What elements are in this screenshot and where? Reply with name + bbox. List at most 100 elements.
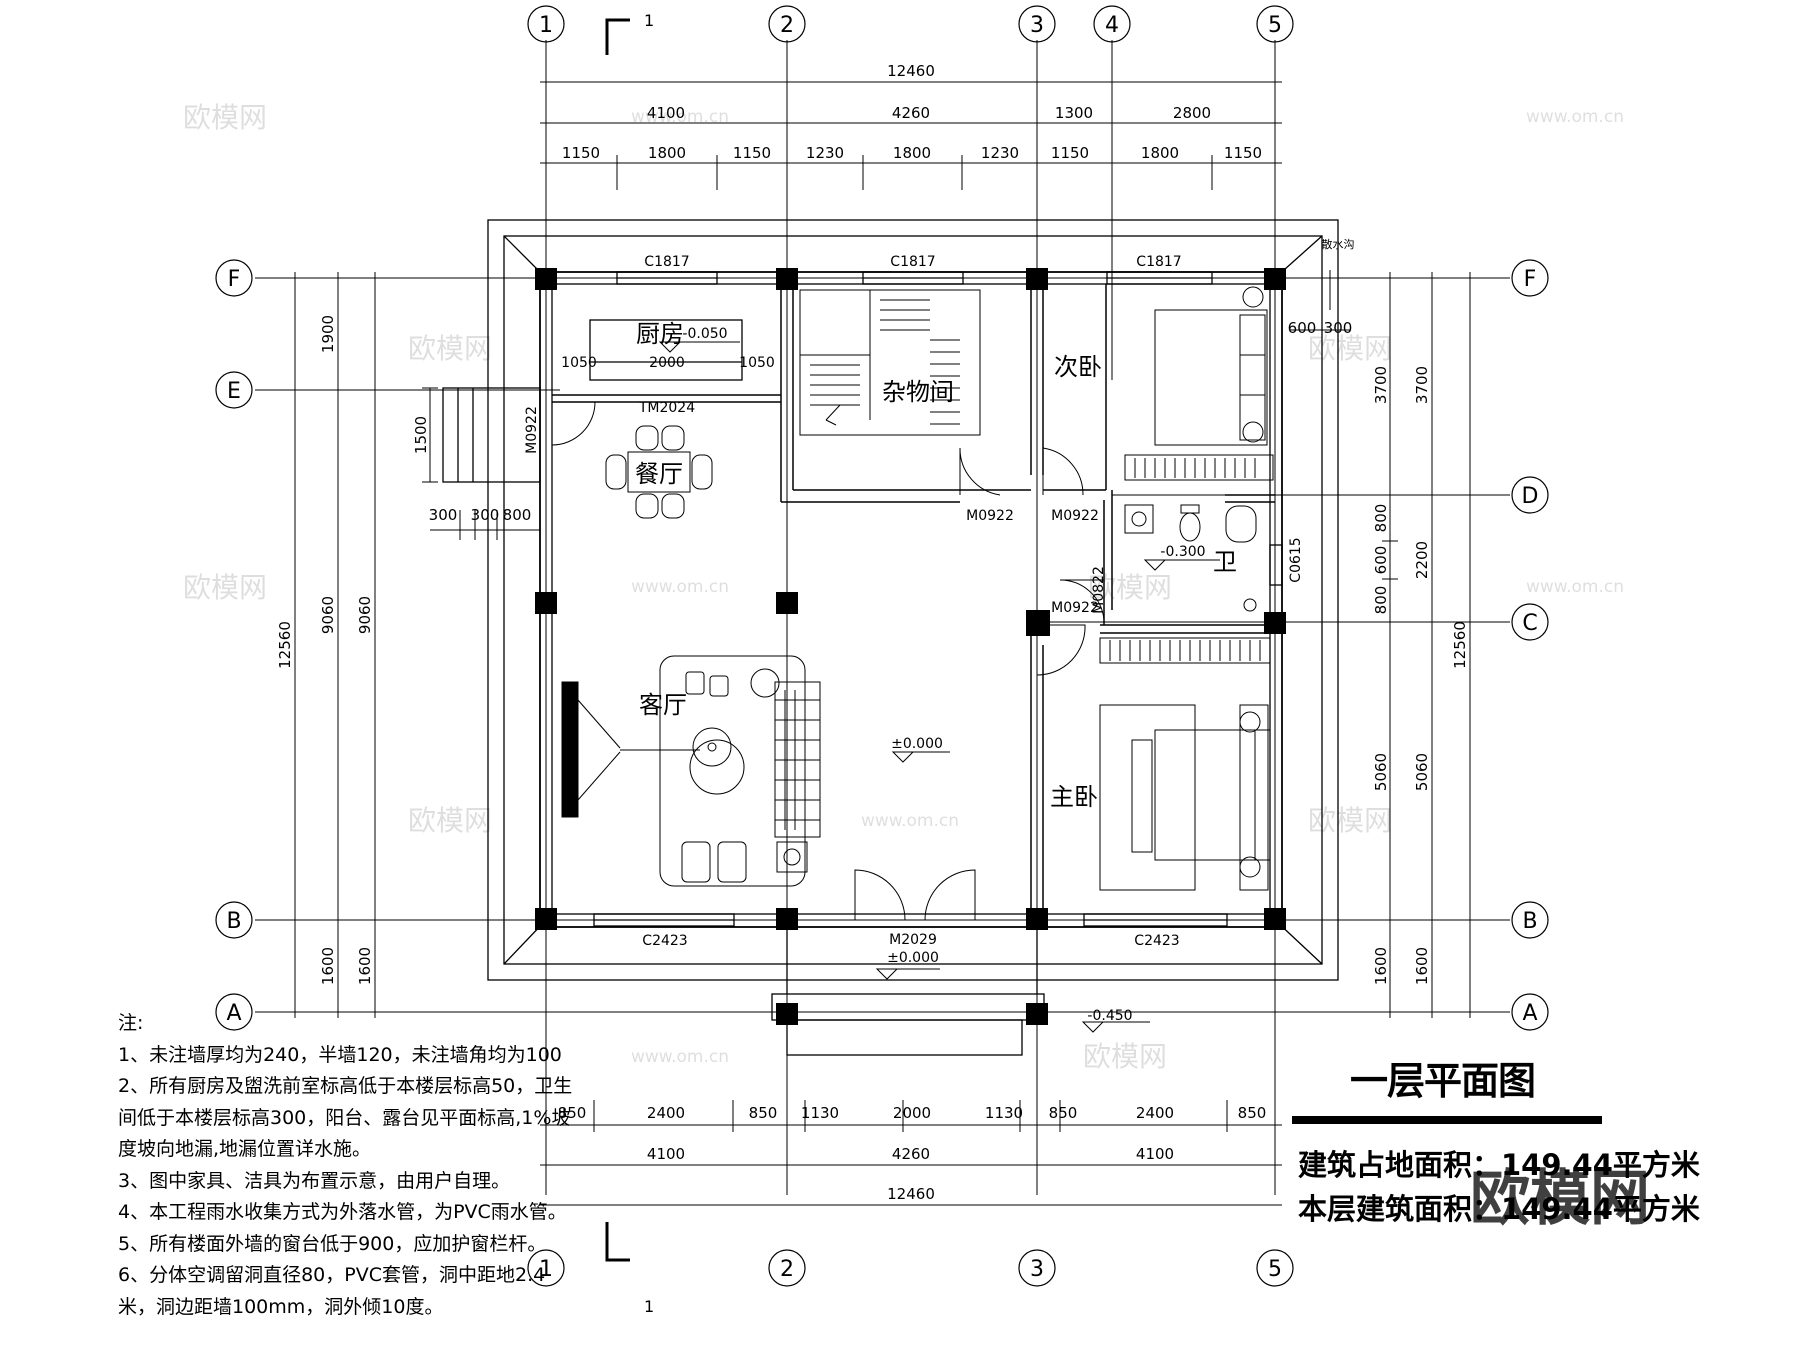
- dining-table: [605, 425, 713, 519]
- dim-top-row2: 4100: [647, 104, 685, 122]
- notes-heading: 注:: [118, 1012, 144, 1034]
- level-label: -0.050: [682, 326, 727, 342]
- dim-top-row3: 1150: [562, 144, 600, 162]
- dim-top-row2: 1300: [1055, 104, 1093, 122]
- dim-bottom-row1: 2400: [647, 1104, 685, 1122]
- dim-kitchen: 1050: [739, 355, 775, 371]
- dim-top-row2: 4260: [892, 104, 930, 122]
- watermark-urls: www.om.cn www.om.cn www.om.cn www.om.cn …: [631, 107, 1624, 1067]
- interior-walls: [552, 284, 1275, 914]
- dim-right-col1: 800: [1372, 504, 1390, 533]
- watermark-text: 欧模网: [1308, 332, 1392, 365]
- doors: [551, 401, 1105, 921]
- axis-label-x: 3: [1030, 13, 1044, 38]
- dim-total-left: 12560: [276, 621, 294, 669]
- dim-total-right: 12560: [1451, 621, 1469, 669]
- dim-top-row3: 1800: [893, 144, 931, 162]
- dim-top-row3: 1800: [648, 144, 686, 162]
- level-label: ±0.000: [887, 950, 939, 966]
- axis-label-y: B: [226, 909, 241, 934]
- dim-small: 300: [1324, 319, 1353, 337]
- dim-left-col2: 9060: [319, 596, 337, 634]
- dim-top-row3: 1150: [1224, 144, 1262, 162]
- dim-bottom-row1: 2400: [1136, 1104, 1174, 1122]
- level-label: -0.450: [1087, 1008, 1132, 1024]
- axis-label-x: 2: [780, 1257, 794, 1282]
- axis-label-x: 4: [1105, 13, 1119, 38]
- floor-area: 本层建筑面积：149.44平方米: [1298, 1192, 1700, 1226]
- dim-top-row3: 1230: [806, 144, 844, 162]
- door-label: M0922: [524, 406, 540, 454]
- axis-label-x: 3: [1030, 1257, 1044, 1282]
- door-label: TM2024: [638, 400, 695, 416]
- window-label: C1817: [644, 254, 689, 270]
- note-line: 1、未注墙厚均为240，半墙120，未注墙角均为100: [118, 1043, 562, 1066]
- watermark-url: www.om.cn: [1526, 107, 1624, 127]
- dim-bottom-row1: 850: [1049, 1104, 1078, 1122]
- axis-label-y: F: [1524, 267, 1537, 292]
- dim-bottom-row1: 1130: [801, 1104, 839, 1122]
- room-second-bedroom: 次卧: [1054, 353, 1102, 381]
- note-line: 3、图中家具、洁具为布置示意，由用户自理。: [118, 1169, 511, 1192]
- dim-bottom-row2: 4100: [1136, 1145, 1174, 1163]
- room-bathroom: 卫: [1213, 548, 1237, 576]
- note-line: 米，洞边距墙100mm，洞外倾10度。: [118, 1295, 444, 1318]
- dim-bottom-row1: 850: [558, 1104, 587, 1122]
- dim-bottom-row1: 850: [1238, 1104, 1267, 1122]
- dim-right-col2: 5060: [1413, 753, 1431, 791]
- level-marks: [658, 341, 1220, 1033]
- axis-label-x: 1: [539, 13, 553, 38]
- dim-small: 600: [1288, 319, 1317, 337]
- note-line: 间低于本楼层标高300，阳台、露台见平面标高,1%坡: [118, 1106, 571, 1129]
- axis-label-x: 2: [780, 13, 794, 38]
- dim-bottom-row2: 4100: [647, 1145, 685, 1163]
- axis-bubbles: [215, 5, 1549, 1287]
- section-mark-label: 1: [644, 11, 654, 30]
- note-line: 5、所有楼面外墙的窗台低于900，应加护窗栏杆。: [118, 1232, 547, 1255]
- axis-label-y: F: [228, 267, 241, 292]
- dim-step: 1500: [412, 416, 430, 454]
- dim-right-col2: 1600: [1413, 947, 1431, 985]
- watermark-text: 欧模网: [408, 332, 492, 365]
- living-furniture: [561, 655, 821, 887]
- window-label: C2423: [1134, 933, 1179, 949]
- left-dimensions: [288, 272, 540, 1018]
- footprint-area: 建筑占地面积：149.44平方米: [1298, 1148, 1700, 1182]
- axis-label-x: 1: [539, 1257, 553, 1282]
- dim-right-col2: 2200: [1413, 541, 1431, 579]
- watermarks: 欧模网 欧模网 欧模网 欧模网 欧模网 欧模网 欧模网 欧模网: [183, 101, 1392, 1073]
- axis-label-y: A: [1522, 1001, 1537, 1026]
- axis-label-x: 5: [1268, 13, 1282, 38]
- dim-right-col1: 5060: [1372, 753, 1390, 791]
- dim-small: 800: [503, 506, 532, 524]
- dim-top-row2: 2800: [1173, 104, 1211, 122]
- window-label: C1817: [1136, 254, 1181, 270]
- window-label: C2423: [642, 933, 687, 949]
- watermark-url: www.om.cn: [631, 577, 729, 597]
- top-dimensions: [540, 75, 1282, 190]
- note-line: 6、分体空调留洞直径80，PVC套管，洞中距地2.4: [118, 1264, 546, 1286]
- room-master-bedroom: 主卧: [1050, 783, 1098, 811]
- room-names: 厨房 杂物间 次卧 餐厅 客厅 卫 主卧: [635, 320, 1237, 811]
- design-notes: 注: 1、未注墙厚均为240，半墙120，未注墙角均为100 2、所有厨房及盥洗…: [118, 1008, 572, 1323]
- top-dimension-text: 12460 4100 4260 1300 2800 1150 1800 1150…: [562, 62, 1262, 162]
- door-label: M0922: [1051, 600, 1099, 616]
- entrance-steps: [442, 387, 1045, 1056]
- drawing-title: 一层平面图: [1350, 1059, 1536, 1103]
- dim-left-col3: 1900: [319, 315, 337, 353]
- master-bedroom-bed: [1099, 637, 1271, 891]
- staircase: [799, 289, 981, 436]
- window-label: C1817: [890, 254, 935, 270]
- dim-right-col1: 600: [1372, 546, 1390, 575]
- dim-left-col3: 1600: [356, 947, 374, 985]
- structural-columns: [535, 268, 1286, 1025]
- axis-label-y: C: [1522, 611, 1537, 636]
- axis-label-x: 5: [1268, 1257, 1282, 1282]
- watermark-url: www.om.cn: [1526, 577, 1624, 597]
- dim-top-row3: 1150: [1051, 144, 1089, 162]
- bottom-dimensions: [540, 1100, 1282, 1206]
- window-label: C0615: [1288, 537, 1304, 582]
- dim-total-top: 12460: [887, 62, 935, 80]
- door-label: M0922: [1051, 508, 1099, 524]
- door-label: M0922: [966, 508, 1014, 524]
